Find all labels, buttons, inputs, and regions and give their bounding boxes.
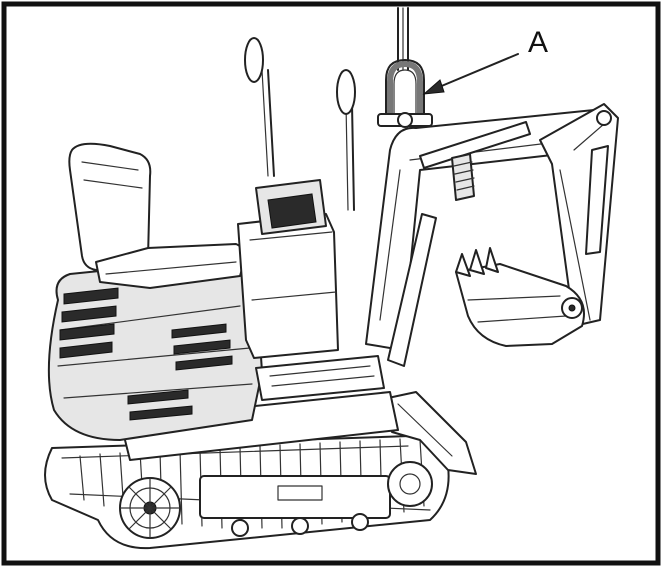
callout-a: A — [422, 26, 548, 95]
idler-wheel — [387, 461, 433, 507]
dipper-cylinder — [585, 145, 609, 255]
drive-sprocket — [119, 477, 181, 539]
right-mirror-post — [336, 69, 356, 211]
operator-seat — [68, 142, 246, 289]
roller-1 — [231, 519, 249, 537]
swing-frame — [119, 391, 399, 461]
track-undercarriage — [44, 435, 450, 550]
dozer-blade — [387, 391, 477, 475]
left-mirror — [244, 37, 264, 83]
bucket — [455, 247, 585, 347]
bucket-teeth — [455, 247, 499, 277]
control-console — [237, 179, 339, 359]
lifting-shackle — [377, 59, 433, 128]
hood-vents — [59, 287, 233, 421]
track-frame-plate — [199, 475, 391, 519]
roller-3 — [351, 513, 369, 531]
right-mirror — [336, 69, 356, 115]
step-platform — [255, 355, 385, 401]
roller-2 — [291, 517, 309, 535]
callout-label: A — [528, 26, 548, 59]
engine-hood — [47, 256, 263, 441]
dipper-arm — [539, 103, 619, 327]
boom-spring — [451, 153, 475, 201]
boom-cylinder — [419, 121, 531, 169]
boom-lift-cylinder — [387, 213, 437, 367]
left-mirror-post — [244, 37, 275, 177]
